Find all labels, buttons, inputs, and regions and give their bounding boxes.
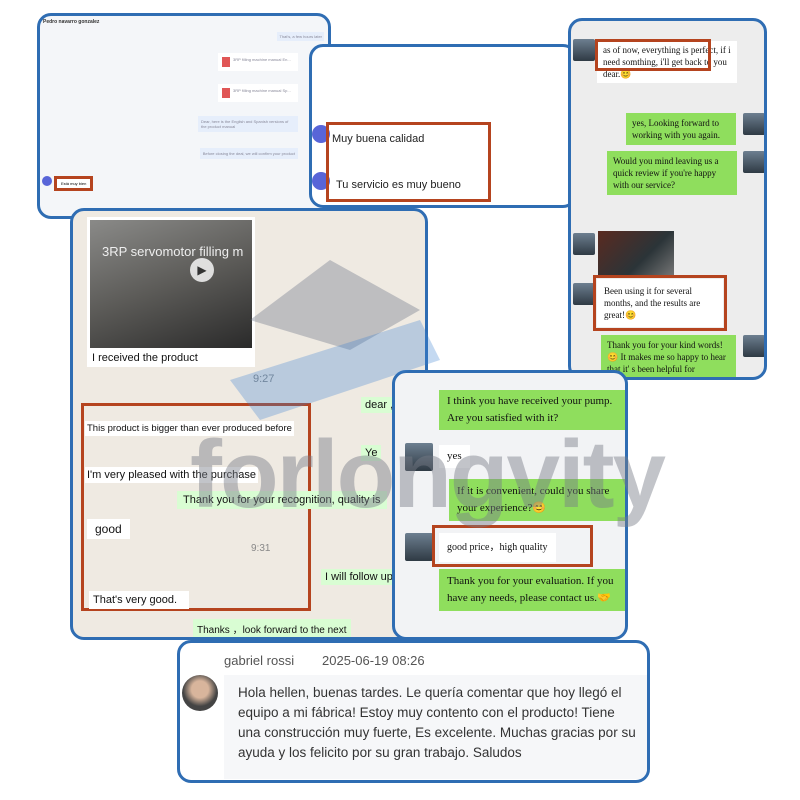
customer-message: yes — [439, 445, 470, 468]
file-message[interactable]: 3RP filling machine manual En... — [218, 53, 298, 71]
avatar — [312, 172, 330, 190]
customer-message: This product is bigger than ever produce… — [85, 421, 294, 436]
customer-avatar — [573, 39, 595, 61]
highlight-box — [595, 39, 711, 71]
highlight-box — [432, 525, 593, 567]
customer-avatar — [405, 533, 433, 561]
my-avatar — [743, 151, 764, 173]
my-message: Ye — [361, 445, 382, 461]
video-thumbnail[interactable]: 3RP servomotor filling m ▶ — [90, 220, 252, 348]
customer-message: Tu servicio es muy bueno — [336, 179, 461, 191]
my-message: Thank you for your evaluation. If you ha… — [439, 569, 625, 611]
product-photo[interactable] — [598, 231, 674, 277]
reviewer-name: gabriel rossi — [224, 653, 295, 668]
my-message: Thank you for your kind words! 😊 It make… — [601, 335, 736, 377]
chat-panel-5: I think you have received your pump. Are… — [392, 370, 628, 640]
my-message: Thank you for your recognition, quality … — [177, 491, 387, 509]
play-icon[interactable]: ▶ — [190, 258, 214, 282]
customer-message: as of now, everything is perfect, if i n… — [597, 41, 737, 83]
chat-panel-2: Muy buena calidad Tu servicio es muy bue… — [309, 44, 577, 208]
customer-message: good — [87, 519, 130, 539]
review-text: Hola hellen, buenas tardes. Le quería co… — [224, 675, 647, 779]
my-message: dear , — [361, 397, 398, 413]
my-message: I will follow up — [321, 569, 397, 585]
customer-message: Muy buena calidad — [332, 133, 425, 145]
avatar — [312, 125, 330, 143]
message: That's, a few hours later — [277, 32, 324, 41]
my-avatar — [743, 113, 764, 135]
customer-message: Been using it for several months, and th… — [597, 279, 723, 327]
pdf-icon — [222, 88, 230, 98]
highlight-box — [593, 275, 727, 331]
customer-message: That's very good. — [89, 591, 189, 609]
highlight-box — [326, 122, 491, 202]
my-message: Would you mind leaving us a quick review… — [607, 151, 737, 195]
contact-name: Pedro navarro gonzalez — [43, 19, 100, 25]
chat-panel-1: Pedro navarro gonzalez That's, a few hou… — [37, 13, 331, 219]
message-text: I received the product — [92, 352, 198, 364]
customer-message: I'm very pleased with the purchase — [85, 467, 259, 483]
pdf-icon — [222, 57, 230, 67]
avatar — [42, 176, 52, 186]
my-message: If it is convenient, could you share you… — [449, 479, 625, 521]
message: Dear, here is the English and Spanish ve… — [198, 116, 298, 132]
chat-panel-3: as of now, everything is perfect, if i n… — [568, 18, 767, 380]
my-avatar — [743, 335, 764, 357]
timestamp: 9:31 — [251, 543, 271, 554]
my-message: Thanks ，look forward to the next — [193, 619, 351, 637]
customer-avatar — [573, 283, 595, 305]
review-card: gabriel rossi 2025-06-19 08:26 Hola hell… — [177, 640, 650, 783]
video-message[interactable]: 3RP servomotor filling m ▶ I received th… — [87, 217, 255, 367]
customer-avatar — [573, 233, 595, 255]
my-message: I think you have received your pump. Are… — [439, 390, 625, 430]
customer-message: Está muy bien — [54, 176, 94, 191]
customer-message: good price，high quality — [439, 533, 556, 562]
reviewer-avatar — [182, 675, 218, 711]
customer-avatar — [405, 443, 433, 471]
video-caption: 3RP servomotor filling m — [102, 244, 244, 259]
my-message: yes, Looking forward to working with you… — [626, 113, 736, 145]
timestamp: 9:27 — [253, 373, 275, 385]
chat-panel-4: 3RP servomotor filling m ▶ I received th… — [70, 208, 428, 640]
file-message[interactable]: 3RP filling machine manual Sp... — [218, 84, 298, 102]
review-date: 2025-06-19 08:26 — [322, 653, 425, 668]
message: Before closing the deal, we will confirm… — [199, 148, 298, 159]
